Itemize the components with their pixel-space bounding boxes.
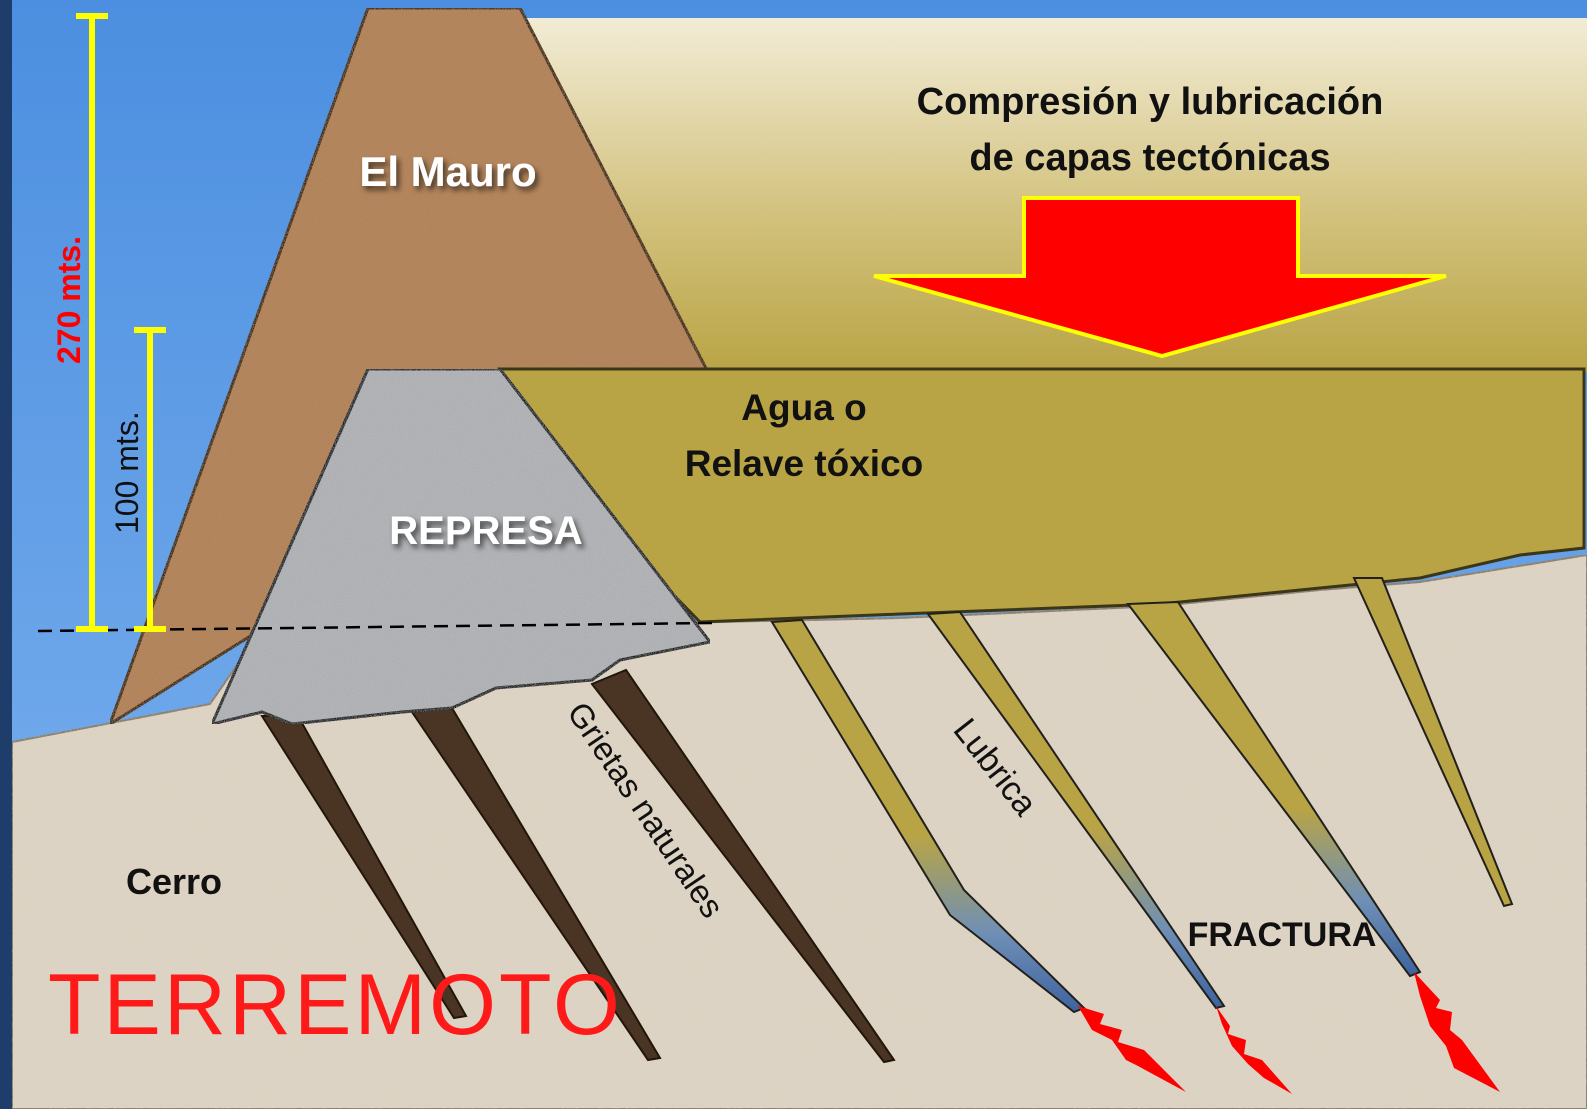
crack-3 xyxy=(590,668,896,1064)
represa-label: REPRESA xyxy=(389,509,582,553)
lubrica-crack-2 xyxy=(926,610,1226,1010)
el-mauro-label: El Mauro xyxy=(359,148,536,195)
fracture-zigzag-3 xyxy=(1414,972,1500,1092)
fracture-zigzag-1 xyxy=(1078,1006,1186,1092)
measure-270 xyxy=(76,13,108,632)
terremoto-label: TERREMOTO xyxy=(48,957,623,1053)
lubrica-crack-4 xyxy=(1352,577,1514,908)
fractura-label: FRACTURA xyxy=(1188,916,1377,954)
measure-270-label: 270 mts. xyxy=(51,236,87,364)
cerro-label: Cerro xyxy=(126,861,222,902)
measure-100-label: 100 mts. xyxy=(109,411,145,534)
water-label-line2: Relave tóxico xyxy=(685,443,924,484)
measure-100 xyxy=(134,327,166,632)
lubrica-crack-3 xyxy=(1126,600,1422,978)
compression-title-line1: Compresión y lubricación xyxy=(917,81,1384,123)
represa-dam xyxy=(209,367,713,727)
compression-title-line2: de capas tectónicas xyxy=(969,137,1330,179)
water-label-line1: Agua o xyxy=(741,387,866,428)
compression-arrow xyxy=(873,196,1447,359)
